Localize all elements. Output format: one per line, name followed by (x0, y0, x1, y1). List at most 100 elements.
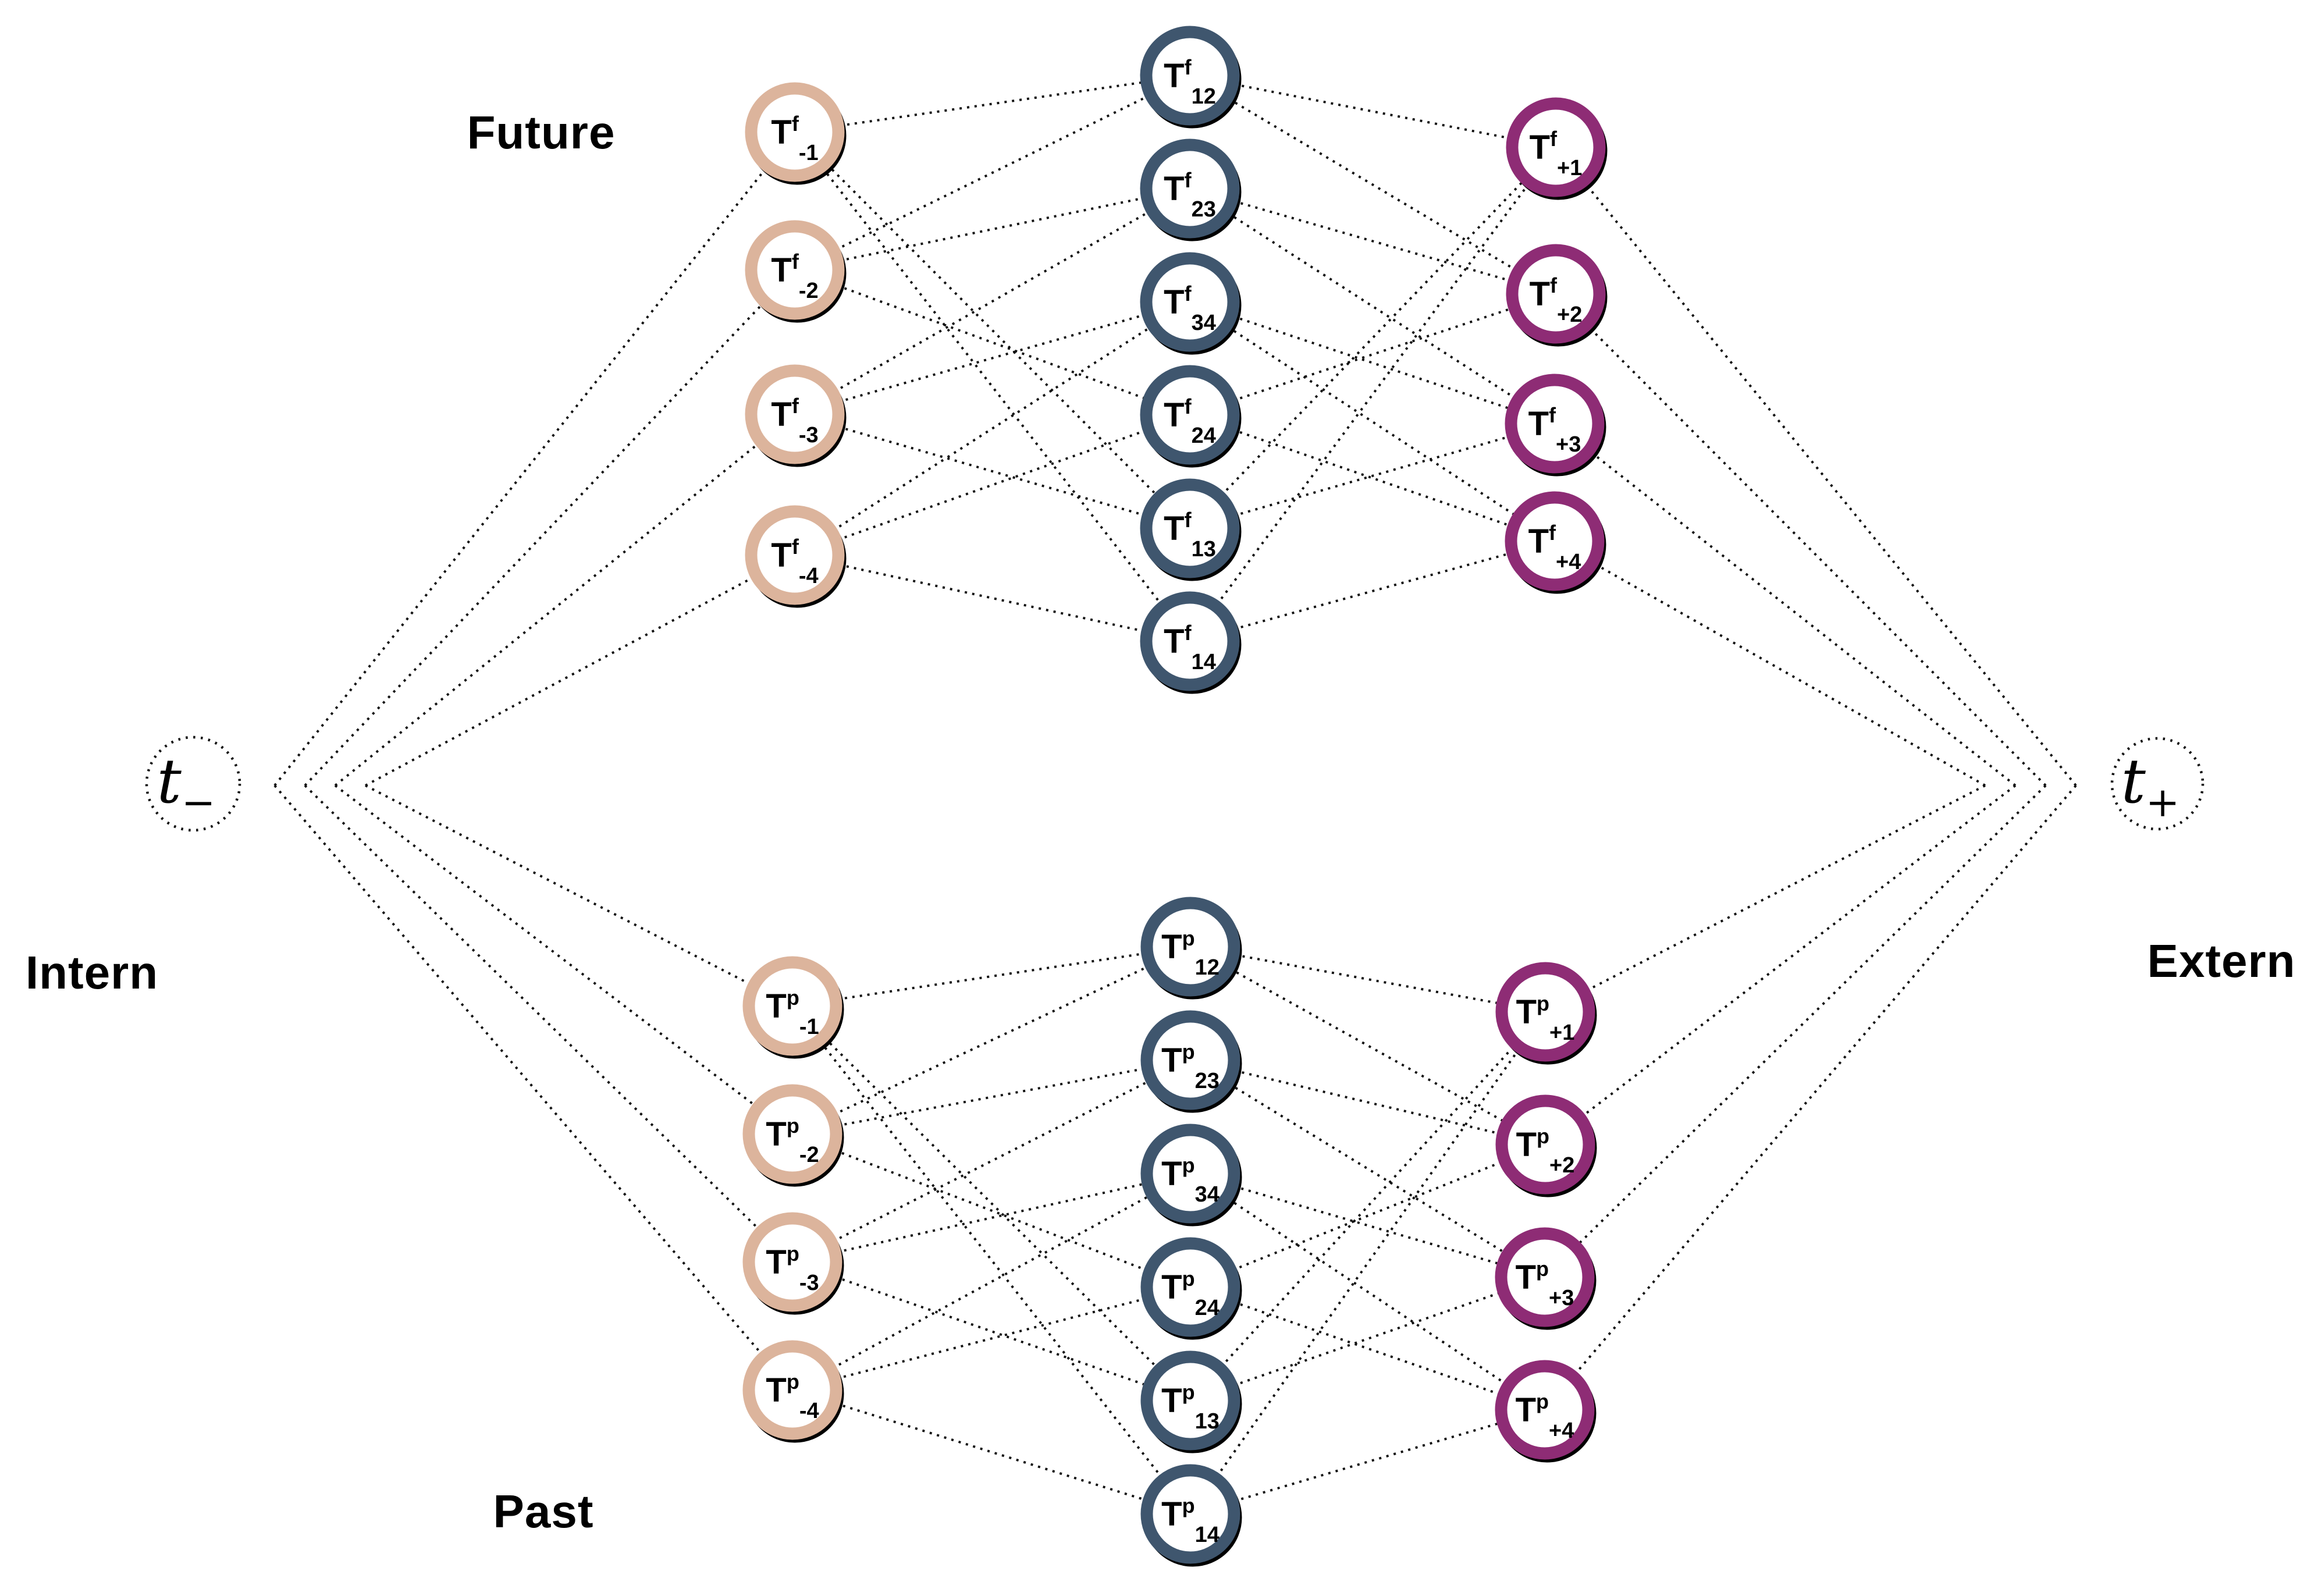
node-Tp+4: Tp+4 (1495, 1360, 1597, 1463)
node-label: Tp+2 (1516, 1124, 1575, 1178)
node-label: Tp+1 (1516, 991, 1575, 1045)
edge-p14-p+4 (1190, 1409, 1545, 1515)
node-ring (1506, 244, 1606, 344)
node-ring (742, 956, 842, 1056)
node-Tp24: Tp24 (1140, 1237, 1242, 1340)
node-Tp-4: Tp-4 (742, 1340, 844, 1443)
edge-f-3-f23 (794, 187, 1190, 415)
node-Tp+3: Tp+3 (1495, 1227, 1597, 1330)
node-label: Tf14 (1164, 621, 1216, 674)
node-label: Tp12 (1161, 926, 1220, 980)
edge-p-1-p14 (791, 1005, 1192, 1515)
node-label: Tp34 (1161, 1153, 1220, 1207)
node-Tp-2: Tp-2 (742, 1084, 844, 1187)
edge-lv2-f-2 (304, 269, 796, 787)
node-Tp14: Tp14 (1140, 1464, 1242, 1567)
edge-f-1-f14 (794, 131, 1191, 642)
node-Tf13: Tf13 (1140, 478, 1242, 581)
node-ring (1495, 1360, 1595, 1460)
edge-rv4-f+4 (1554, 540, 1986, 787)
node-Tf23: Tf23 (1140, 138, 1242, 241)
edge-f-2-f24 (794, 269, 1190, 416)
node-ring (742, 1084, 842, 1184)
edge-p14-p+1 (1189, 1011, 1546, 1515)
label-extern: Extern (2147, 935, 2296, 987)
node-label: Tf+3 (1528, 403, 1581, 457)
node-ring (1140, 252, 1240, 352)
edge-f-2-f12 (794, 74, 1190, 271)
node-ring (1506, 97, 1606, 197)
node-label: Tf34 (1164, 282, 1216, 335)
node-Tp-1: Tp-1 (742, 956, 844, 1059)
node-ring (1140, 1237, 1240, 1337)
edge-f24-f+2 (1189, 293, 1556, 416)
edge-rv3-p+2 (1544, 784, 2017, 1146)
edge-lv1-f-1 (273, 131, 796, 787)
node-Tf+2: Tf+2 (1506, 244, 1608, 347)
edge-f23-f+3 (1189, 187, 1556, 425)
node-label: Tp+4 (1516, 1389, 1574, 1443)
node-label: Tp13 (1161, 1380, 1220, 1434)
node-label: Tf13 (1164, 508, 1216, 561)
edge-lv3-f-3 (334, 413, 796, 787)
node-label: Tf+2 (1530, 273, 1583, 327)
node-ring (1140, 478, 1240, 578)
edge-f14-f+4 (1189, 540, 1555, 642)
node-ring (745, 505, 845, 605)
node-label: Tp24 (1161, 1267, 1220, 1320)
edge-f13-f+1 (1189, 146, 1557, 529)
node-Tf+4: Tf+4 (1505, 491, 1606, 594)
node-Tf-1: Tf-1 (745, 82, 847, 185)
edge-f12-f+1 (1189, 74, 1556, 148)
t-minus-node-ring (145, 735, 241, 832)
node-ring (1505, 491, 1605, 591)
label-future: Future (467, 106, 616, 158)
edge-f34-f+4 (1189, 301, 1556, 542)
node-Tp+2: Tp+2 (1495, 1094, 1597, 1197)
edge-p-2-p23 (792, 1059, 1191, 1135)
label-past: Past (493, 1485, 594, 1537)
edge-rv2-f+2 (1555, 293, 2047, 787)
node-Tf34: Tf34 (1140, 252, 1242, 355)
node-Tp34: Tp34 (1140, 1124, 1242, 1227)
node-label: Tp23 (1161, 1040, 1220, 1093)
edge-p13-p+1 (1189, 1011, 1546, 1402)
node-label: Tp-4 (766, 1370, 819, 1423)
node-Tp12: Tp12 (1140, 897, 1242, 1000)
node-ring (742, 1340, 842, 1440)
node-label: Tf-3 (771, 394, 818, 447)
edge-p12-p+2 (1190, 945, 1546, 1146)
node-ring (1140, 26, 1240, 126)
node-label: Tf-4 (771, 535, 818, 588)
node-ring (1140, 591, 1240, 691)
edge-lv3-p-2 (334, 784, 794, 1135)
t-minus-node: t− (145, 735, 241, 832)
edge-rv1-f+1 (1555, 146, 2077, 787)
node-ring (1140, 365, 1240, 465)
node-ring (745, 82, 845, 182)
node-label: Tf-1 (771, 112, 818, 165)
edge-f34-f+3 (1189, 301, 1555, 425)
edge-p-2-p24 (792, 1133, 1191, 1288)
node-ring (1140, 1464, 1240, 1564)
edge-lv2-p-3 (304, 784, 794, 1263)
node-ring (1140, 1010, 1240, 1110)
node-label: Tp14 (1161, 1494, 1220, 1547)
node-Tf24: Tf24 (1140, 365, 1242, 468)
edge-rv2-p+3 (1544, 784, 2047, 1278)
node-Tf12: Tf12 (1140, 26, 1242, 129)
node-label: Tf23 (1164, 168, 1216, 222)
edge-f-4-f34 (794, 301, 1191, 556)
edge-p-4-p24 (792, 1286, 1191, 1391)
edge-p24-p+4 (1190, 1286, 1545, 1411)
node-Tp-3: Tp-3 (742, 1212, 844, 1315)
edge-p23-p+2 (1190, 1059, 1546, 1146)
edge-p-3-p34 (792, 1172, 1191, 1263)
node-label: Tf+4 (1528, 521, 1581, 574)
edge-f23-f+2 (1189, 187, 1556, 295)
node-ring (1505, 374, 1605, 474)
t-plus-node: t+ (2110, 737, 2205, 831)
node-Tf-2: Tf-2 (745, 220, 847, 323)
